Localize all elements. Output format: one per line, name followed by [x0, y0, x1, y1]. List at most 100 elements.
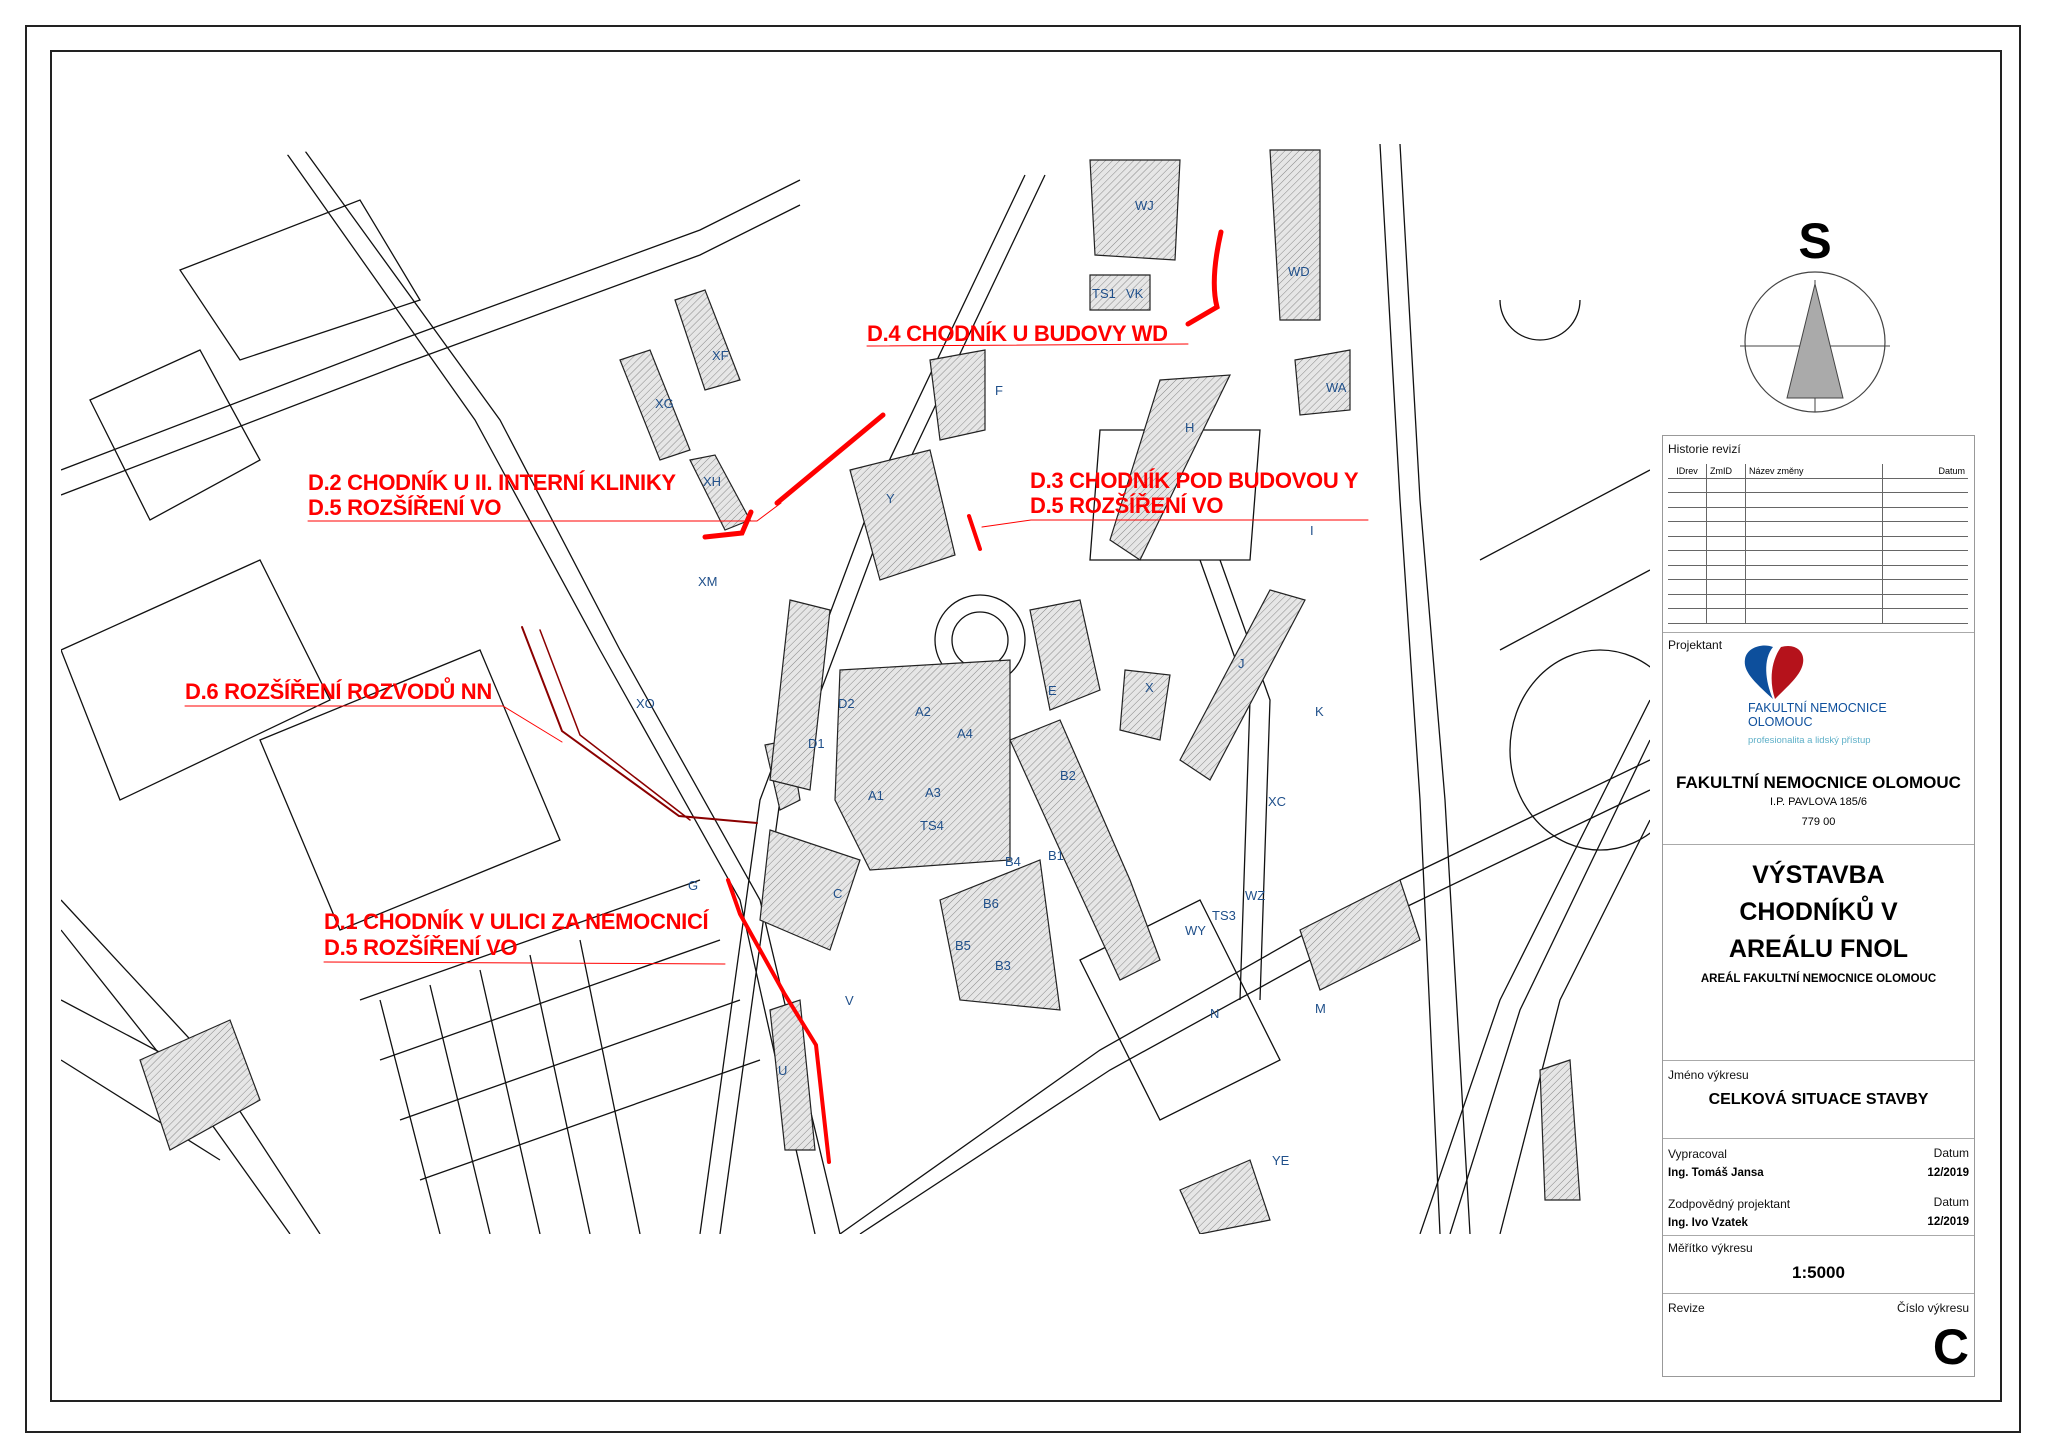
annotation-d1-sub: D.5 ROZŠÍŘENÍ VO	[324, 935, 518, 960]
annotation-d3: D.3 CHODNÍK POD BUDOVOU Y	[1030, 468, 1359, 493]
revision-cell	[1668, 608, 1707, 624]
path-d2-hook	[702, 509, 754, 540]
building-label: XF	[712, 348, 729, 363]
revision-cell	[1706, 492, 1746, 508]
revision-section: Revize Číslo výkresu C	[1663, 1294, 1974, 1378]
drawing-number-label: Číslo výkresu	[1896, 1301, 1969, 1315]
revision-cell	[1668, 550, 1707, 566]
annotation-d6: D.6 ROZŠÍŘENÍ ROZVODŮ NN	[185, 679, 492, 704]
responsible-date: 12/2019	[1927, 1216, 1969, 1228]
revision-cell	[1706, 608, 1746, 624]
revision-cell	[1706, 550, 1746, 566]
building-label: TS4	[920, 818, 944, 833]
revision-cell	[1668, 521, 1707, 537]
revision-cell	[1668, 492, 1707, 508]
building-label: D1	[808, 736, 825, 751]
title-block: Historie revizí IDrev ZmID Název změny D…	[1662, 435, 1975, 1377]
revision-cell	[1706, 507, 1746, 522]
north-arrow-letter: S	[1798, 213, 1831, 269]
revision-row	[1668, 521, 1968, 537]
revision-cell	[1882, 608, 1968, 624]
building-label: G	[688, 878, 698, 893]
project-title-line: CHODNÍKŮ V	[1739, 898, 1898, 926]
revision-row	[1668, 608, 1968, 624]
building-label: D2	[838, 696, 855, 711]
leader-d1	[323, 961, 726, 965]
revision-row	[1668, 579, 1968, 595]
revision-cell	[1668, 579, 1707, 595]
building-label: B4	[1005, 854, 1021, 869]
revision-row	[1668, 507, 1968, 522]
building-label: K	[1315, 704, 1324, 719]
building-label: XH	[703, 474, 721, 489]
building-label: Y	[886, 491, 895, 506]
col-zmid: ZmID	[1706, 464, 1746, 479]
building-label: C	[833, 886, 842, 901]
prepared-date-label: Datum	[1933, 1146, 1969, 1160]
path-d3	[967, 514, 982, 551]
building-label: XC	[1268, 794, 1286, 809]
authors-section: Vypracoval Datum Ing. Tomáš Jansa 12/201…	[1663, 1139, 1974, 1236]
logo-tagline: profesionalita a lidský přístup	[1748, 735, 1871, 746]
revision-cell	[1882, 492, 1968, 508]
building-label: H	[1185, 420, 1194, 435]
scale-label: Měřítko výkresu	[1668, 1241, 1753, 1255]
revision-cell	[1706, 536, 1746, 551]
revision-cell	[1882, 521, 1968, 537]
building-label: B6	[983, 896, 999, 911]
path-d2	[774, 412, 886, 506]
revision-cell	[1745, 565, 1883, 580]
revision-cell	[1745, 492, 1883, 508]
fnol-logo-icon	[1744, 645, 1804, 699]
building-label: I	[1310, 523, 1314, 538]
revision-cell	[1745, 594, 1883, 609]
projektant-section: Projektant FAKULTNÍ NEMOCNICE OLOMOUC pr…	[1663, 633, 1974, 845]
building-labels: Y A1 A2 A3 A4 TS4 B1 B2 B3 B4 B5 B6 C D1…	[636, 198, 1347, 1168]
building-label: F	[995, 383, 1003, 398]
building-label: V	[845, 993, 854, 1008]
building-label: A4	[957, 726, 973, 741]
revision-cell	[1745, 579, 1883, 595]
revision-rows	[1668, 478, 1968, 624]
project-subtitle: AREÁL FAKULTNÍ NEMOCNICE OLOMOUC	[1700, 973, 1937, 985]
revision-row	[1668, 550, 1968, 566]
revision-row	[1668, 492, 1968, 508]
revision-cell	[1882, 478, 1968, 493]
building-label: XG	[655, 396, 674, 411]
building-label: XM	[698, 574, 718, 589]
construction-paths	[184, 229, 1369, 1164]
project-title-line: AREÁLU FNOL	[1728, 935, 1909, 963]
drawing-number: C	[1932, 1319, 1969, 1375]
revision-cell	[1882, 507, 1968, 522]
building-label: M	[1315, 1001, 1326, 1016]
revision-cell	[1668, 478, 1707, 493]
buildings	[139, 149, 1581, 1234]
building-label: B3	[995, 958, 1011, 973]
leader-d6	[184, 705, 563, 743]
building-label: X	[1145, 680, 1154, 695]
building-label: U	[778, 1063, 787, 1078]
responsible-date-label: Datum	[1933, 1195, 1969, 1209]
building-label: WJ	[1135, 198, 1154, 213]
building-label: TS3	[1212, 908, 1236, 923]
responsible-label: Zodpovědný projektant	[1668, 1197, 1791, 1211]
scale-value: 1:5000	[1792, 1263, 1845, 1282]
annotation-d2-sub: D.5 ROZŠÍŘENÍ VO	[308, 495, 502, 520]
logo-line2: OLOMOUC	[1748, 715, 1813, 729]
revision-cell	[1745, 550, 1883, 566]
path-d6-cable-2	[539, 629, 691, 821]
prepared-by: Ing. Tomáš Jansa	[1668, 1167, 1764, 1179]
revision-cell	[1706, 521, 1746, 537]
revision-history: Historie revizí IDrev ZmID Název změny D…	[1663, 436, 1974, 633]
revision-cell	[1882, 536, 1968, 551]
path-d4	[1185, 229, 1224, 327]
revision-row	[1668, 478, 1968, 493]
revision-cell	[1668, 507, 1707, 522]
revision-table: IDrev ZmID Název změny Datum	[1668, 464, 1968, 624]
revision-cell	[1882, 579, 1968, 595]
logo-text: FAKULTNÍ NEMOCNICE OLOMOUC profesionalit…	[1748, 701, 1887, 748]
project-title-line: VÝSTAVBA	[1752, 861, 1885, 889]
revision-cell	[1706, 594, 1746, 609]
building-label: A3	[925, 785, 941, 800]
revision-cell	[1668, 536, 1707, 551]
